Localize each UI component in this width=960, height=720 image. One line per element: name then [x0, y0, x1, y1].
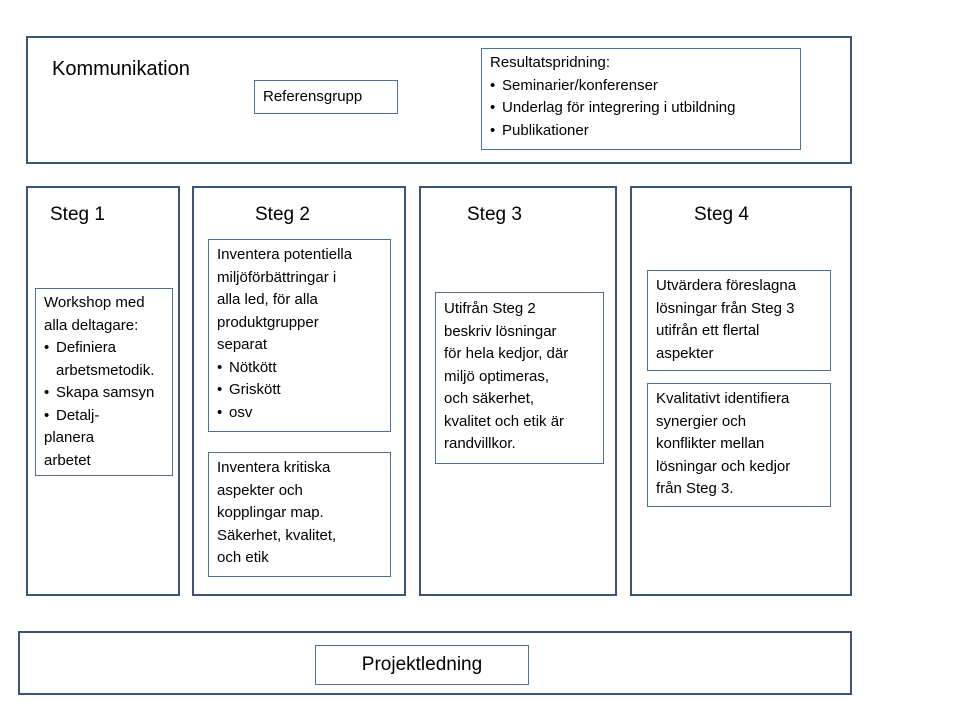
communication-panel: Kommunikation Referensgrupp Resultatspri…: [26, 36, 852, 164]
evaluate-line: lösningar från Steg 3: [656, 299, 795, 317]
critical-line: Säkerhet, kvalitet,: [217, 526, 337, 544]
step-4-evaluate-box: Utvärdera föreslagna lösningar från Steg…: [647, 270, 831, 371]
product-group-list: Nötkött Griskött osv: [217, 357, 382, 425]
solutions-line: beskriv lösningar: [444, 322, 557, 340]
step-2-panel: Steg 2 Inventera potentiella miljöförbät…: [192, 186, 406, 596]
step-4-panel: Steg 4 Utvärdera föreslagna lösningar fr…: [630, 186, 852, 596]
evaluate-line: Utvärdera föreslagna: [656, 277, 797, 294]
step-2-title: Steg 2: [255, 204, 310, 225]
workshop-item-plan: Detalj- planera arbetet: [44, 405, 164, 473]
inventory-line: alla led, för alla: [217, 291, 318, 308]
synergies-line: synergier och: [656, 412, 747, 430]
step-1-panel: Steg 1 Workshop med alla deltagare: Defi…: [26, 186, 180, 596]
step-4-synergies-box: Kvalitativt identifiera synergier och ko…: [647, 383, 831, 507]
synergies-line: Kvalitativt identifiera: [656, 390, 790, 407]
step-3-panel: Steg 3 Utifrån Steg 2 beskriv lösningar …: [419, 186, 617, 596]
reference-group-box: Referensgrupp: [254, 80, 398, 114]
product-group-item: Nötkött: [217, 357, 382, 380]
step-3-title: Steg 3: [467, 204, 522, 225]
project-management-panel: Projektledning: [18, 631, 852, 695]
communication-title: Kommunikation: [52, 58, 190, 80]
dissemination-heading: Resultatspridning:: [490, 54, 611, 71]
dissemination-item: Seminarier/konferenser: [490, 75, 792, 98]
workshop-heading-line: alla deltagare:: [44, 316, 139, 334]
critical-line: kopplingar map.: [217, 504, 324, 521]
dissemination-item: Publikationer: [490, 120, 792, 143]
product-group-item: Griskött: [217, 379, 382, 402]
inventory-line: separat: [217, 336, 268, 353]
workshop-item-line: Detalj-: [56, 406, 100, 424]
workshop-item-define: Definiera arbetsmetodik.: [44, 337, 164, 382]
dissemination-item: Underlag för integrering i utbildning: [490, 97, 792, 120]
workshop-item-line: arbetet: [44, 451, 91, 469]
step-2-critical-aspects-box: Inventera kritiska aspekter och koppling…: [208, 452, 391, 577]
evaluate-line: utifrån ett flertal: [656, 322, 760, 339]
workshop-item-consensus: Skapa samsyn: [44, 382, 164, 405]
solutions-line: kvalitet och etik är: [444, 412, 565, 430]
workshop-item-line: Definiera: [56, 339, 117, 356]
solutions-line: och säkerhet,: [444, 390, 535, 407]
workshop-item-line: arbetsmetodik.: [56, 361, 155, 379]
solutions-line: miljö optimeras,: [444, 367, 550, 385]
project-management-box: Projektledning: [315, 645, 529, 685]
step-1-title: Steg 1: [50, 204, 105, 225]
step-3-solutions-box: Utifrån Steg 2 beskriv lösningar för hel…: [435, 292, 604, 464]
inventory-line: Inventera potentiella: [217, 246, 353, 263]
dissemination-box: Resultatspridning: Seminarier/konferense…: [481, 48, 801, 150]
step-1-workshop-box: Workshop med alla deltagare: Definiera a…: [35, 288, 173, 476]
step-2-inventory-box: Inventera potentiella miljöförbättringar…: [208, 239, 391, 432]
workshop-list: Definiera arbetsmetodik. Skapa samsyn De…: [44, 337, 164, 472]
solutions-line: randvillkor.: [444, 435, 516, 452]
synergies-line: från Steg 3.: [656, 480, 734, 497]
synergies-line: lösningar och kedjor: [656, 457, 791, 475]
synergies-line: konflikter mellan: [656, 435, 765, 452]
workshop-item-line: Skapa samsyn: [56, 384, 155, 401]
evaluate-line: aspekter: [656, 344, 714, 362]
workshop-item-line: planera: [44, 429, 95, 446]
reference-group-label: Referensgrupp: [263, 88, 363, 105]
critical-line: och etik: [217, 549, 269, 566]
critical-line: aspekter och: [217, 481, 303, 499]
critical-line: Inventera kritiska: [217, 459, 331, 476]
solutions-line: Utifrån Steg 2: [444, 300, 536, 317]
project-management-label: Projektledning: [361, 654, 483, 675]
product-group-item: osv: [217, 402, 382, 425]
inventory-line: miljöförbättringar i: [217, 268, 337, 286]
workshop-heading-line: Workshop med: [44, 294, 145, 311]
solutions-line: för hela kedjor, där: [444, 345, 569, 362]
dissemination-list: Seminarier/konferenser Underlag för inte…: [490, 75, 792, 143]
inventory-line: produktgrupper: [217, 313, 319, 331]
step-4-title: Steg 4: [694, 204, 749, 225]
